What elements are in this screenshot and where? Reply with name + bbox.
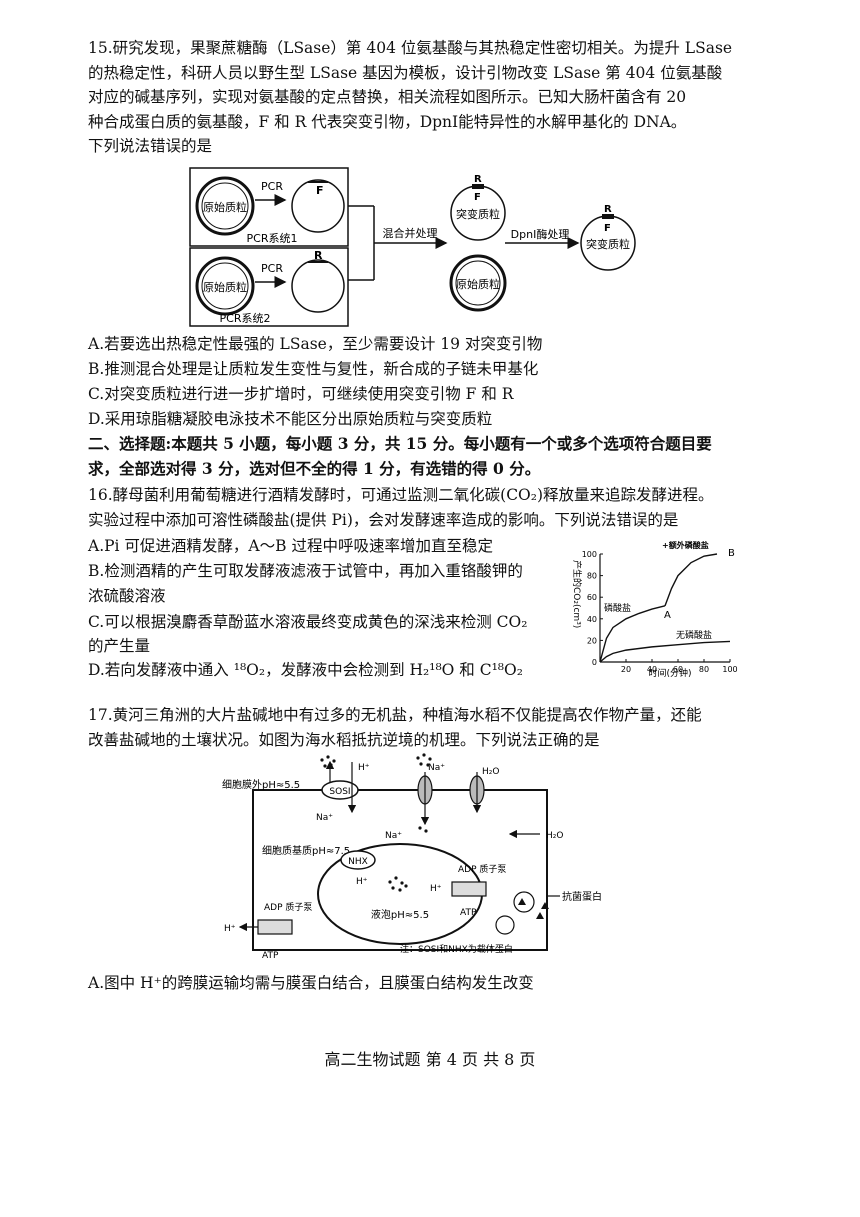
h-label: H⁺ (358, 763, 370, 773)
pcr-system-1-box (189, 167, 349, 247)
pcr-system-2-box (189, 247, 349, 327)
primer-f-label: F (474, 192, 481, 203)
x-tick-label: 60 (673, 665, 683, 674)
adp-pump-label: ADP 质子泵 (458, 863, 506, 875)
q16-co2-chart: 产生的CO₂(cm³) 时间(分钟) 20 40 60 80 100 0 20 40 60 80 1… (571, 540, 738, 679)
original-plasmid-label: 原始质粒 (456, 277, 500, 291)
vesicle (513, 891, 535, 913)
stem-line: 15.研究发现，果聚蔗糖酶（LSase）第 404 位氨基酸与其热稳定性密切相关… (88, 39, 733, 57)
mutant-plasmid-label: 突变质粒 (456, 207, 500, 221)
x-tick-label: 100 (722, 665, 737, 674)
legend-phosphate: 磷酸盐 (604, 602, 631, 614)
stem-line: 种合成蛋白质的氨基酸，F 和 R 代表突变引物，DpnⅠ能特异性的水解甲基化的 … (88, 112, 687, 131)
stem-line: 17.黄河三角洲的大片盐碱地中有过多的无机盐，种植海水稻不仅能提高农作物产量，还… (88, 706, 702, 724)
dpn-label: DpnI酶处理 (511, 228, 570, 241)
outside-ph-label: 细胞膜外pH≈5.5 (222, 778, 300, 791)
q16-stem: 16.酵母菌利用葡萄糖进行酒精发酵时，可通过监测二氧化碳(CO₂)释放量来追踪发… (88, 483, 768, 532)
x-tick-label: 80 (699, 665, 709, 674)
atp-label: ATP (460, 908, 477, 918)
cytoplasm-ph-label: 细胞质基质pH≈7.5 (262, 844, 350, 857)
section-2-header: 二、选择题:本题共 5 小题，每小题 3 分，共 15 分。每小题有一个或多个选… (88, 432, 768, 481)
original-plasmid-label: 原始质粒 (203, 200, 247, 214)
original-plasmid-label: 原始质粒 (203, 280, 247, 294)
nhx-carrier (340, 850, 376, 870)
series-line-0 (599, 605, 666, 663)
h-label: H⁺ (356, 877, 368, 887)
q15-pcr-diagram: 原始质粒 PCR F PCR系统1 原始质粒 PCR R PCR系统2 混合并处… (189, 167, 636, 327)
q16-option-d: D.若向发酵液中通入 ¹⁸O₂，发酵液中会检测到 H₂¹⁸O 和 C¹⁸O₂ (88, 661, 523, 679)
primer-r-label: R (314, 249, 323, 262)
q15-option-b: B.推测混合处理是让质粒发生变性与复性，新合成的子链未甲基化 (88, 360, 539, 378)
nhx-label: NHX (348, 857, 368, 867)
q15-option-d: D.采用琼脂糖凝胶电泳技术不能区分出原始质粒与突变质粒 (88, 410, 493, 428)
y-tick-label: 60 (587, 593, 597, 602)
q17-cell-diagram: 细胞膜外pH≈5.5 SOSI H⁺ Na⁺ Na⁺ H₂O H₂O 细胞质基质… (222, 753, 602, 961)
original-plasmid-circle (195, 176, 255, 236)
stem-line: 的热稳定性，科研人员以野生型 LSase 基因为模板，设计引物改变 LSase … (88, 63, 723, 82)
primer-f-label: F (316, 184, 324, 197)
y-tick-label: 80 (587, 572, 597, 581)
pcr-system-1-label: PCR系统1 (247, 232, 298, 245)
section-line: 二、选择题:本题共 5 小题，每小题 3 分，共 15 分。每小题有一个或多个选… (88, 434, 712, 453)
membrane-proton-pump (257, 919, 293, 935)
h2o-label: H₂O (546, 831, 563, 841)
q15-option-a: A.若要选出热稳定性最强的 LSase，至少需要设计 19 对突变引物 (88, 335, 543, 353)
page-footer: 高二生物试题 第 4 页 共 8 页 (324, 1050, 536, 1069)
primer-f-label: F (604, 223, 611, 234)
q16-option-c-cont: 的产生量 (88, 637, 151, 655)
q16-option-b-cont: 浓硫酸溶液 (88, 587, 166, 605)
vacuole-ph-label: 液泡pH≈5.5 (371, 908, 429, 921)
cell-membrane (252, 789, 548, 951)
atp-label: ATP (262, 951, 279, 961)
na-label: Na⁺ (385, 831, 402, 841)
legend-no-phosphate: 无磷酸盐 (676, 629, 712, 641)
h-label: H⁺ (224, 924, 236, 934)
series-line-2 (599, 640, 731, 663)
section-line: 求，全部选对得 3 分，选对但不全的得 1 分，有选错的得 0 分。 (88, 458, 541, 478)
point-a-label: A (664, 610, 671, 621)
mutant-plasmid-label: 突变质粒 (586, 237, 630, 251)
na-label: Na⁺ (428, 763, 445, 773)
q16-option-b: B.检测酒精的产生可取发酵液滤液于试管中，再加入重铬酸钾的 (88, 562, 523, 580)
stem-line: 16.酵母菌利用葡萄糖进行酒精发酵时，可通过监测二氧化碳(CO₂)释放量来追踪发… (88, 486, 714, 504)
h2o-label: H₂O (482, 767, 499, 777)
chart-ylabel: 产生的CO₂(cm³) (571, 560, 583, 628)
adp-pump-label: ADP 质子泵 (264, 901, 312, 913)
stem-line: 实验过程中添加可溶性磷酸盐(提供 Pi)，会对发酵速率造成的影响。下列说法错误的… (88, 510, 679, 529)
primer-r-label: R (474, 174, 482, 185)
y-tick-label: 100 (582, 550, 597, 559)
q16-option-a: A.Pi 可促进酒精发酵，A～B 过程中呼吸速率增加直至稳定 (88, 537, 493, 555)
pcr-label: PCR (261, 262, 283, 275)
x-tick-label: 40 (647, 665, 657, 674)
na-dots (320, 755, 336, 768)
x-tick-label: 20 (621, 665, 631, 674)
antibacterial-protein-label: 抗菌蛋白 (562, 890, 602, 903)
carrier-note: 注：SOSI和NHX为载体蛋白 (400, 943, 513, 955)
na-label: Na⁺ (316, 813, 333, 823)
sosi-carrier (321, 780, 359, 800)
new-strand-circle (291, 179, 345, 233)
q17-option-a: A.图中 H⁺的跨膜运输均需与膜蛋白结合，且膜蛋白结构发生改变 (88, 974, 534, 992)
q15-option-c: C.对突变质粒进行进一步扩增时，可继续使用突变引物 F 和 R (88, 385, 514, 403)
q15-stem: 15.研究发现，果聚蔗糖酶（LSase）第 404 位氨基酸与其热稳定性密切相关… (88, 36, 768, 159)
pcr-system-2-label: PCR系统2 (220, 312, 271, 325)
y-tick-label: 40 (587, 615, 597, 624)
q17-stem: 17.黄河三角洲的大片盐碱地中有过多的无机盐，种植海水稻不仅能提高农作物产量，还… (88, 703, 768, 752)
stem-line: 改善盐碱地的土壤状况。如图为海水稻抵抗逆境的机理。下列说法正确的是 (88, 730, 600, 749)
h-label: H⁺ (430, 884, 442, 894)
q16-option-c: C.可以根据溴麝香草酚蓝水溶液最终变成黄色的深浅来检测 CO₂ (88, 613, 528, 631)
pcr-label: PCR (261, 180, 283, 193)
legend-extra-phosphate: +额外磷酸盐 (662, 540, 709, 550)
chart-xlabel: 时间(分钟) (648, 667, 691, 679)
sosi-label: SOSI (329, 787, 350, 797)
series-line-1 (664, 553, 718, 607)
mix-label: 混合并处理 (383, 226, 438, 240)
primer-r-label: R (604, 204, 612, 215)
y-tick-label: 0 (592, 658, 597, 667)
stem-line: 对应的碱基序列，实现对氨基酸的定点替换，相关流程如图所示。已知大肠杆菌含有 20 (88, 88, 687, 106)
y-tick-label: 20 (587, 636, 597, 645)
vacuole-proton-pump (451, 881, 487, 897)
stem-line: 下列说法错误的是 (88, 137, 213, 155)
point-b-label: B (728, 548, 735, 559)
